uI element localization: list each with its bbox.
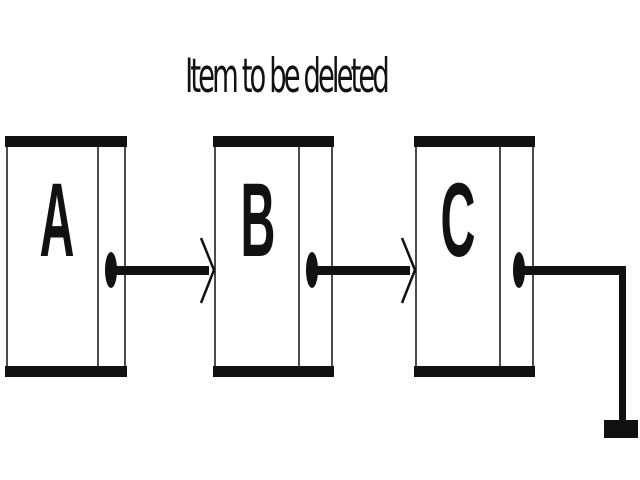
node-b-top-bar <box>213 136 334 147</box>
pointer-a-arrowhead <box>199 237 216 304</box>
pointer-c-to-null <box>513 252 638 438</box>
pointer-b-arrowhead <box>400 237 417 304</box>
pointer-c-shaft <box>519 266 626 275</box>
pointer-b-shaft <box>312 266 410 275</box>
node-b: B <box>213 136 334 377</box>
pointer-c-drop <box>619 266 626 424</box>
node-a-label: A <box>40 162 75 279</box>
node-c: C <box>414 136 535 377</box>
node-c-top-bar <box>414 136 535 147</box>
null-ground-symbol <box>604 420 638 438</box>
node-a-top-bar <box>5 136 127 147</box>
node-a: A <box>5 136 127 377</box>
node-c-bottom-bar <box>414 366 535 377</box>
node-b-bottom-bar <box>213 366 334 377</box>
node-c-label: C <box>441 162 476 279</box>
caption-label: Item to be deleted <box>185 49 388 104</box>
pointer-b-to-c <box>306 237 417 304</box>
pointer-a-shaft <box>111 266 209 275</box>
node-a-box <box>6 140 126 372</box>
pointer-a-to-b <box>105 237 216 304</box>
node-b-label: B <box>241 162 276 279</box>
node-a-bottom-bar <box>5 366 127 377</box>
